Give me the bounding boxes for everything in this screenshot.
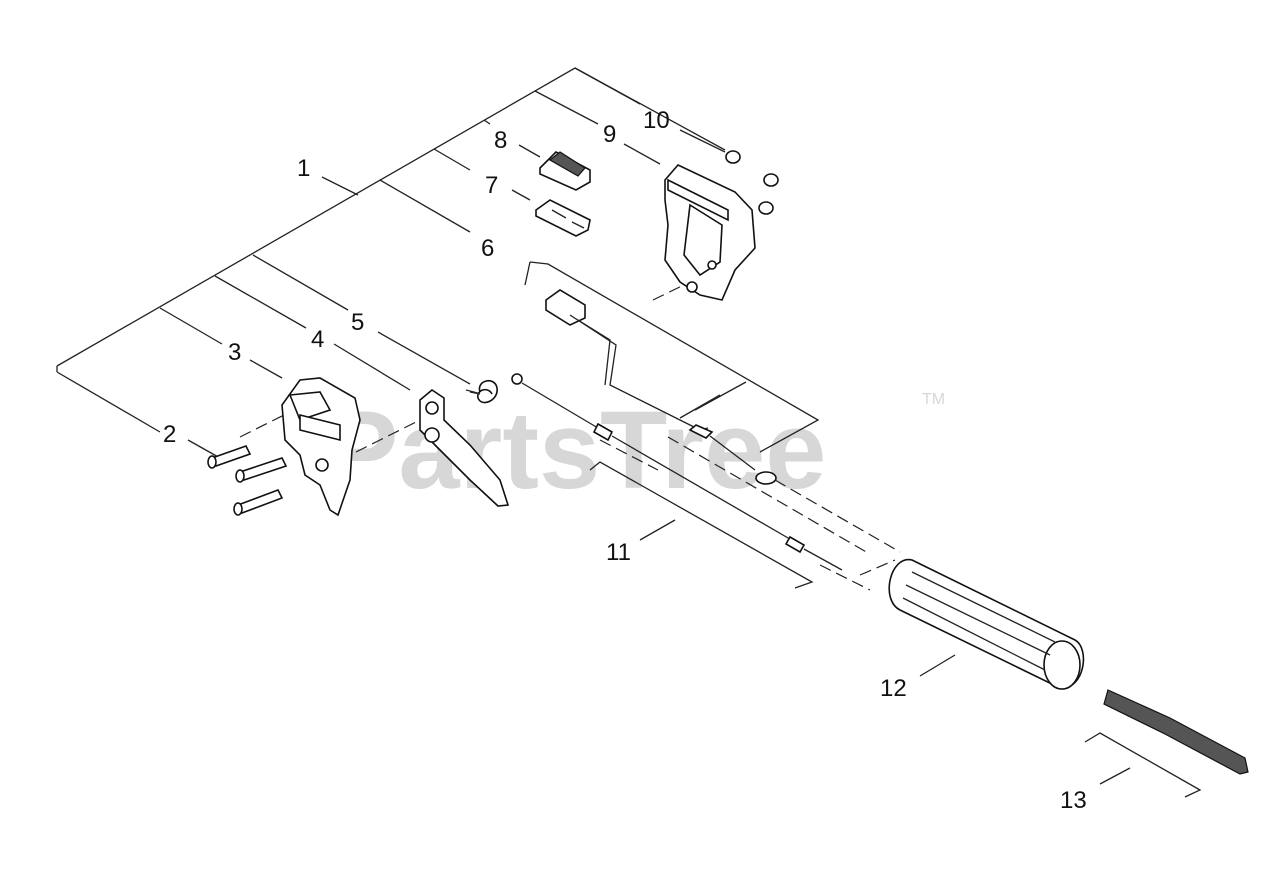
watermark-tm: TM: [922, 391, 945, 408]
part-3-lever: [281, 377, 361, 517]
part-2-screws: [207, 445, 288, 516]
callout-6: 6: [481, 235, 494, 262]
part-8-switch-knob: [539, 151, 591, 191]
callout-2: 2: [163, 421, 176, 448]
part-12-grip: [888, 559, 1085, 690]
callout-10: 10: [643, 107, 670, 134]
callout-7: 7: [485, 172, 498, 199]
part-9-housing: [664, 164, 756, 301]
part-6-stop-switch: [545, 289, 777, 485]
callout-12: 12: [880, 675, 907, 702]
callout-8: 8: [494, 127, 507, 154]
part-10-nuts: [725, 150, 779, 215]
alignment-dashed-lines: [239, 281, 901, 591]
callout-13: 13: [1060, 787, 1087, 814]
callout-9: 9: [603, 121, 616, 148]
part-7-clip: [535, 199, 591, 237]
callout-labels: 1 2 3 4 5 6 7 8 9 10 11 12 13: [163, 107, 1087, 814]
leader-lines: [187, 129, 1202, 798]
part-5-spring: [469, 380, 498, 404]
watermark-text: PartsTree: [325, 389, 826, 512]
callout-5: 5: [351, 309, 364, 336]
callout-1: 1: [297, 155, 310, 182]
part-4-trigger: [419, 389, 510, 507]
callout-3: 3: [228, 339, 241, 366]
callout-11: 11: [606, 539, 631, 566]
assembly-bracket-lines: [56, 67, 820, 453]
callout-4: 4: [311, 326, 324, 353]
part-13-threaded-rod: [1103, 689, 1249, 775]
part-11-throttle-cable: [511, 373, 843, 571]
